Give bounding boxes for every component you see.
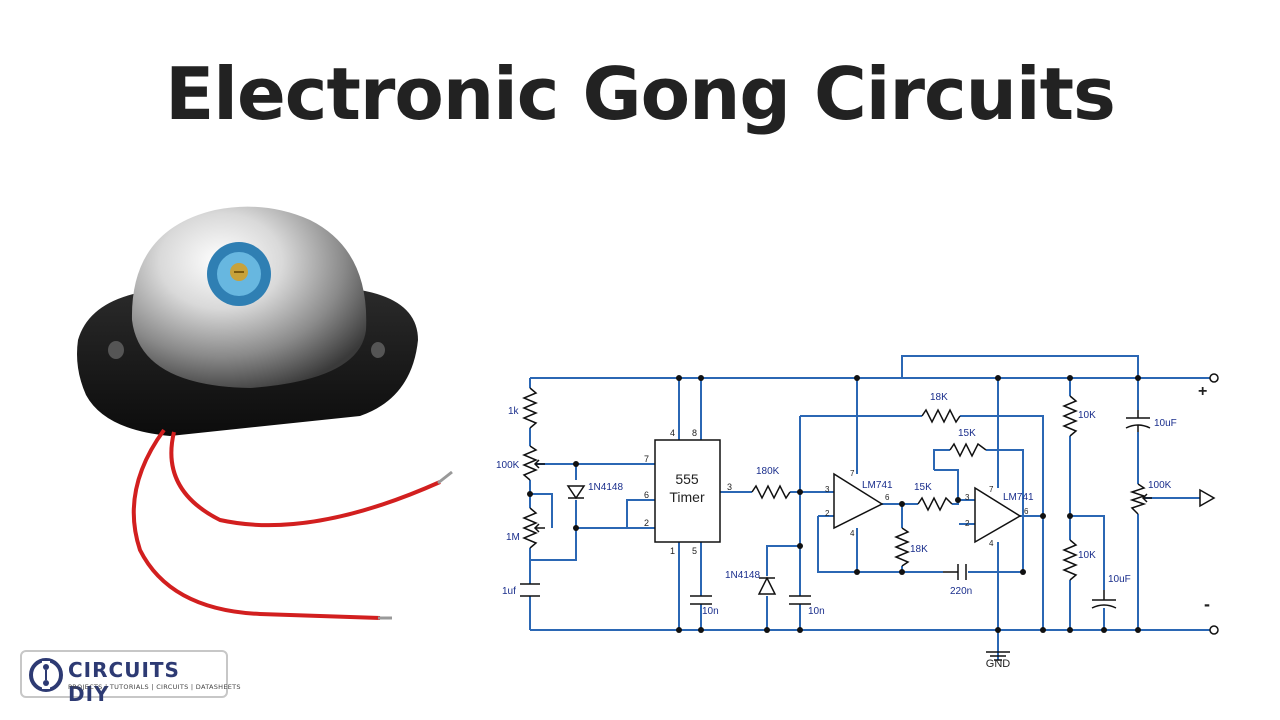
resistor-1k [522,387,538,429]
logo-tagline: PROJECTS | TUTORIALS | CIRCUITS | DATASH… [68,683,241,691]
pin-label: 2 [965,519,970,528]
ic-555-body [654,439,721,543]
components [520,373,1219,661]
pin-label: 1 [670,546,675,556]
diode-1n4148-a [566,485,586,500]
gnd-label: GND [986,658,1011,670]
label-18k-top: 18K [930,392,948,403]
label-220n: 220n [950,586,972,597]
label-180k: 180K [756,466,780,477]
pin-label: 6 [1024,507,1029,516]
pot-100k [522,445,538,481]
opamp-2-body [974,486,1022,544]
circuits-diy-logo[interactable]: CIRCUITS DIY PROJECTS | TUTORIALS | CIRC… [20,650,241,706]
opamp-1-name: LM741 [862,480,893,491]
label-10k-top: 10K [1078,410,1096,421]
label-10uf-bot: 10uF [1108,574,1131,585]
label-10n-a: 10n [702,606,719,617]
pin-label: 6 [885,493,890,502]
resistor-18k-bot [894,527,910,567]
label-d1: 1N4148 [588,482,623,493]
label-15k-mid: 15K [914,482,932,493]
resistor-15k-top [949,442,987,458]
diode-1n4148-b [757,576,777,595]
opamp-1-body [833,472,884,530]
ic-555-sub: Timer [669,489,705,505]
junction-dots [527,375,1141,633]
pin-label: 4 [850,529,855,538]
pin-label: 7 [989,485,994,494]
ic-555-name: 555 [675,471,699,487]
mount-hole-right [371,342,385,358]
label-pot-out: 100K [1148,480,1172,491]
label-1uf: 1uf [502,586,516,597]
minus-terminal [1209,625,1219,635]
minus-label: - [1204,594,1210,614]
page-title: Electronic Gong Circuits [165,52,1116,136]
label-10uf-top: 10uF [1154,418,1177,429]
red-wire-2 [169,431,441,528]
resistor-15k-mid [917,496,953,512]
label-1m: 1M [506,532,520,543]
output-arrow-icon [1199,488,1216,508]
resistor-10k-bot [1062,539,1078,581]
pin-label: 2 [825,509,830,518]
pot-100k-output [1129,483,1147,515]
pin-label: 3 [825,485,830,494]
label-10n-b: 10n [808,606,825,617]
pin-label: 5 [692,546,697,556]
resistor-10k-top [1062,395,1078,437]
pin-label: 4 [670,428,675,438]
pin-label: 3 [727,482,732,492]
label-1k: 1k [508,406,520,417]
red-wire-1 [131,428,381,620]
plus-label: + [1198,383,1207,400]
pin-label: 8 [692,428,697,438]
pin-label: 2 [644,518,649,528]
pot-1m [522,507,538,549]
label-d2: 1N4148 [725,570,760,581]
electric-bell-image [77,206,453,620]
pin-label: 7 [850,469,855,478]
wires [529,355,1212,660]
plus-terminal [1209,373,1219,383]
label-10k-bot: 10K [1078,550,1096,561]
label-100k: 100K [496,460,520,471]
circuits-diy-logo-icon [29,658,63,692]
resistor-180k [751,484,791,500]
pin-label: 3 [965,493,970,502]
opamp-2-name: LM741 [1003,492,1034,503]
pin-label: 6 [644,490,649,500]
label-15k-top: 15K [958,428,976,439]
pin-label: 4 [989,539,994,548]
label-18k-bot: 18K [910,544,928,555]
logo-name: CIRCUITS DIY [68,658,180,706]
pin-label: 7 [644,454,649,464]
resistor-18k-top [921,408,961,424]
mount-hole-left [108,341,124,359]
